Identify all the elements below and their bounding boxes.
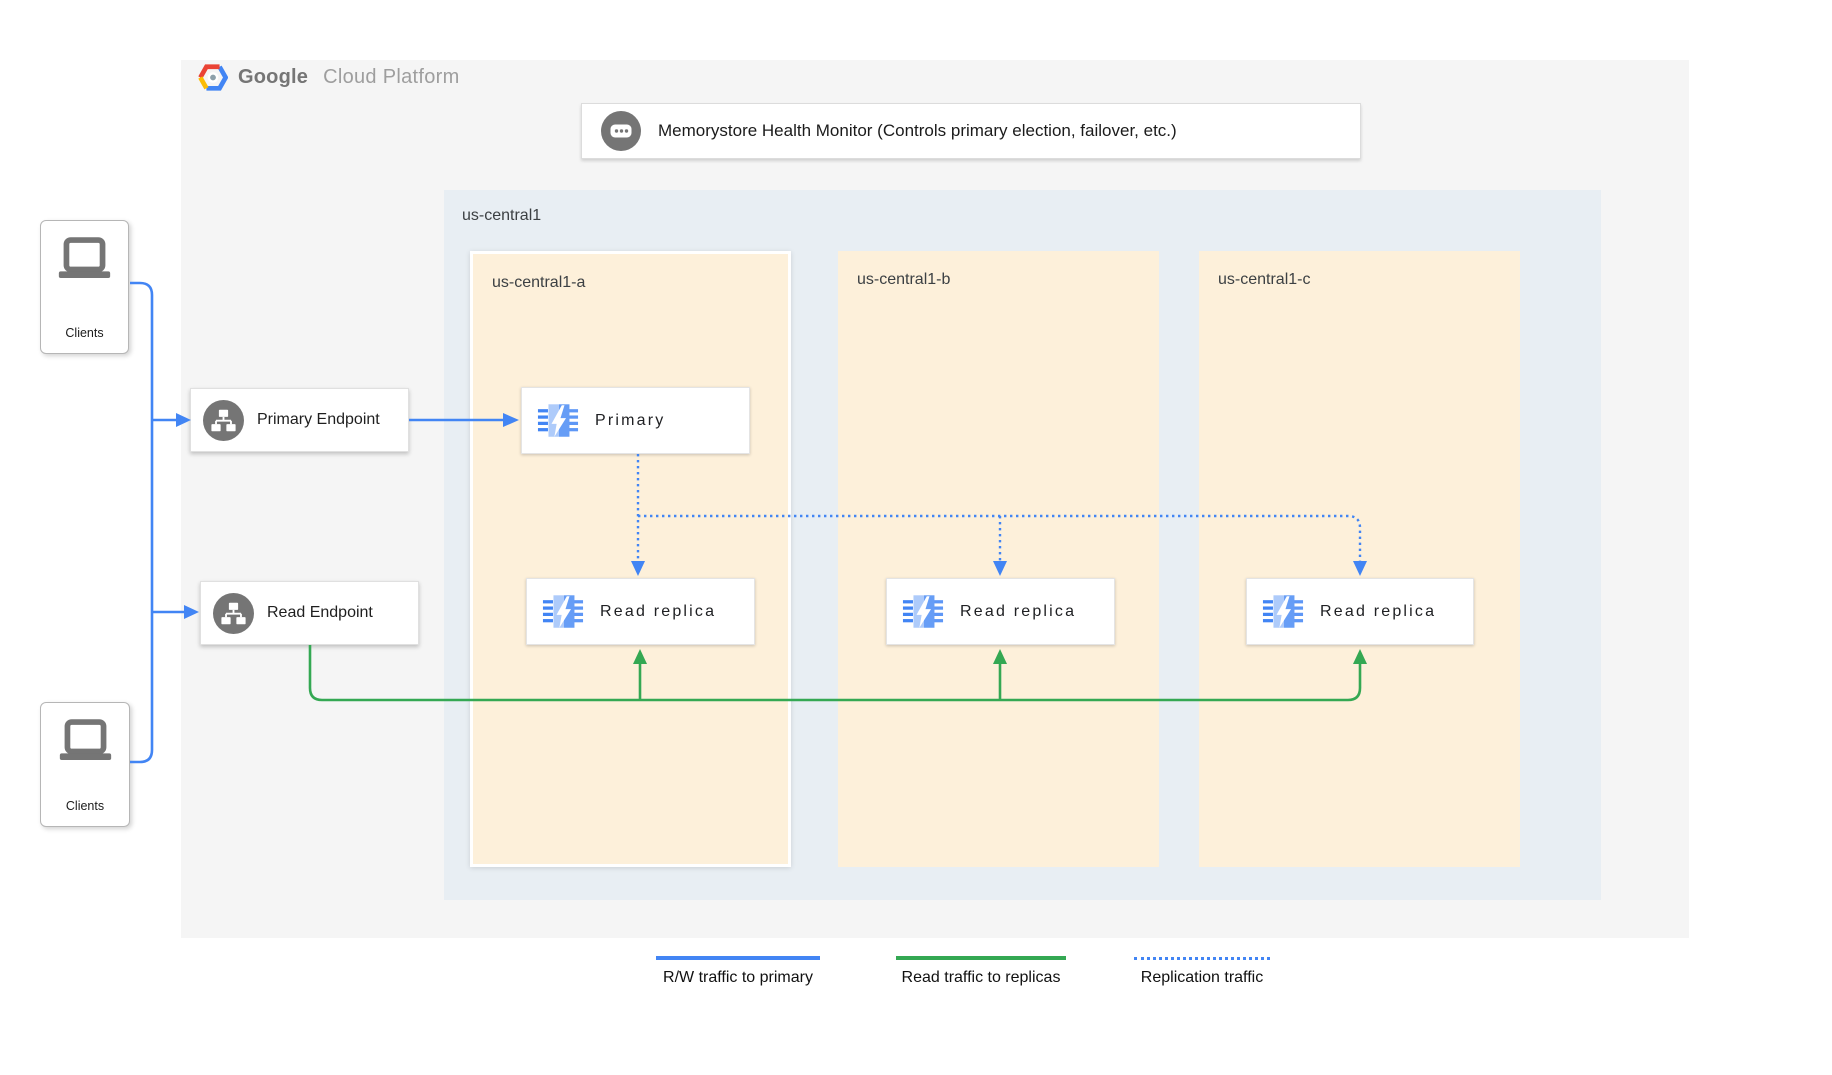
laptop-icon [57, 719, 114, 765]
chat-dots-icon [601, 111, 641, 151]
legend-line-blue-dotted [1134, 957, 1270, 960]
client-trunk-line [130, 281, 154, 764]
zone-c-label: us-central1-c [1218, 271, 1311, 288]
read-endpoint-box: Read Endpoint [200, 581, 419, 645]
legend-label: Replication traffic [1140, 969, 1264, 986]
health-monitor-box: Memorystore Health Monitor (Controls pri… [581, 103, 1361, 159]
clients-top-label: Clients [65, 326, 104, 340]
node-read-replica-a-label: Read replica [600, 602, 717, 620]
node-read-replica-a: Read replica [526, 578, 755, 645]
legend-line-blue-solid [656, 956, 820, 960]
logo-text-google: Google [238, 66, 309, 88]
node-primary: Primary [521, 387, 750, 454]
zone-us-central1-c: us-central1-c [1199, 251, 1520, 867]
logo-text-cloud-platform: Cloud Platform [323, 66, 460, 88]
legend-item-rw-traffic: R/W traffic to primary [648, 956, 828, 987]
clients-box-top: Clients [40, 220, 129, 354]
zone-us-central1-b: us-central1-b [838, 251, 1159, 867]
memorystore-icon [542, 591, 584, 633]
node-read-replica-b: Read replica [886, 578, 1115, 645]
clients-bottom-label: Clients [65, 799, 105, 813]
gcp-logo: Google Cloud Platform [198, 64, 460, 91]
gcp-hexagon-icon [198, 64, 228, 91]
memorystore-icon [1262, 591, 1304, 633]
legend-item-read-traffic: Read traffic to replicas [888, 956, 1074, 987]
network-nodes-icon [203, 400, 244, 441]
memorystore-icon [537, 400, 579, 442]
node-read-replica-c-label: Read replica [1320, 602, 1437, 620]
legend-label: Read traffic to replicas [901, 969, 1061, 986]
network-nodes-icon [213, 593, 254, 634]
legend-item-replication-traffic: Replication traffic [1126, 956, 1278, 987]
primary-endpoint-box: Primary Endpoint [190, 388, 409, 452]
node-read-replica-c: Read replica [1246, 578, 1474, 645]
read-endpoint-label: Read Endpoint [267, 604, 373, 621]
zone-us-central1-a: us-central1-a [470, 251, 791, 867]
clients-box-bottom: Clients [40, 702, 130, 827]
legend-label: R/W traffic to primary [663, 969, 813, 986]
primary-endpoint-label: Primary Endpoint [257, 411, 380, 428]
node-read-replica-b-label: Read replica [960, 602, 1077, 620]
health-monitor-label: Memorystore Health Monitor (Controls pri… [658, 121, 1177, 140]
node-primary-label: Primary [595, 411, 666, 429]
zone-a-label: us-central1-a [492, 274, 586, 291]
region-label: us-central1 [462, 207, 542, 224]
zone-b-label: us-central1-b [857, 271, 951, 288]
laptop-icon [56, 237, 113, 283]
memorystore-icon [902, 591, 944, 633]
legend-line-green-solid [896, 956, 1066, 960]
